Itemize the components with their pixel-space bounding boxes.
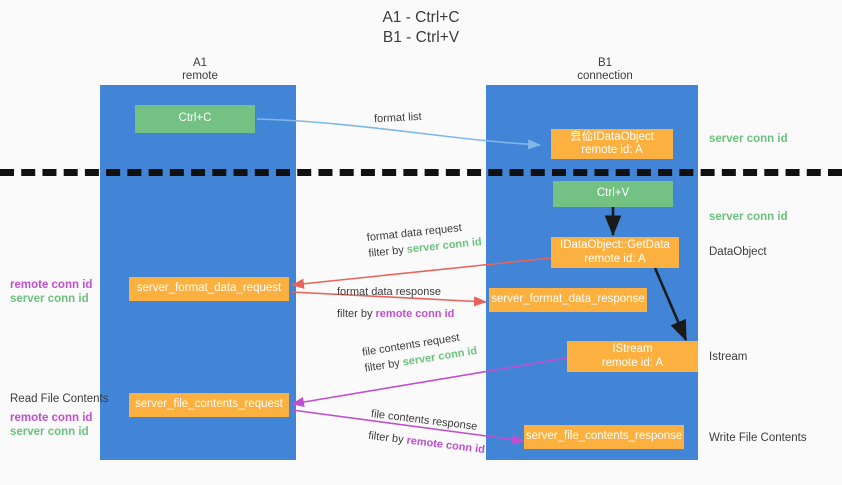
diagram-title: A1 - Ctrl+C B1 - Ctrl+V [382,9,460,46]
left-label-conn-ids-mid: remote conn id server conn id [10,278,92,306]
left-remote-conn-id: remote conn id [10,412,93,424]
edge-label-format-data-response-line1: format data response [337,286,441,298]
left-server-conn-id: server conn id [10,426,89,438]
arrow-format-list [256,118,541,150]
box-idataobject-getdata[interactable]: IDataObject::GetData remote id: A [551,237,679,268]
lane-header-b1: B1 connection [577,57,633,82]
edge-label-format-data-response: format data response filter by remote co… [337,284,454,322]
box-ctrl-c[interactable]: Ctrl+C [135,105,255,133]
right-label-server-conn-id-mid: server conn id [709,211,788,223]
left-remote-conn-id: remote conn id [10,279,93,291]
edge-label-format-list: format list [373,110,422,126]
filter-prefix: filter by [337,308,376,320]
arrow-format-data-response [291,291,487,307]
right-label-write-file-contents: Write File Contents [709,432,807,444]
edge-label-format-data-response-line2: filter by remote conn id [337,306,454,322]
section-divider [0,169,842,176]
box-server-file-contents-response[interactable]: server_file_contents_response [524,425,684,449]
filter-prefix: filter by [367,243,408,260]
box-server-format-data-response[interactable]: server_format_data_response [489,288,647,312]
box-idataobject-top[interactable]: 㿝佡IDataObject remote id: A [551,129,673,159]
right-label-server-conn-id-top: server conn id [709,133,788,145]
right-label-dataobject: DataObject [709,246,767,258]
box-ctrl-v[interactable]: Ctrl+V [553,181,673,207]
box-server-file-contents-request[interactable]: server_file_contents_request [129,393,289,417]
lane-header-a1: A1 remote [182,57,218,82]
arrow-file-contents-request [291,357,568,408]
arrow-format-data-request [291,257,552,289]
conn-id-key-magenta: remote conn id [375,308,455,320]
left-label-conn-ids-bottom: remote conn id server conn id [10,411,92,439]
left-server-conn-id: server conn id [10,293,89,305]
filter-prefix: filter by [367,429,408,447]
arrow-file-contents-response [291,409,525,445]
right-label-istream: Istream [709,351,748,363]
arrow-getdata-to-istream [653,267,688,342]
left-label-read-file-contents: Read File Contents [10,393,109,405]
box-istream[interactable]: IStream remote id: A [567,341,698,372]
box-server-format-data-request[interactable]: server_format_data_request [129,277,289,301]
